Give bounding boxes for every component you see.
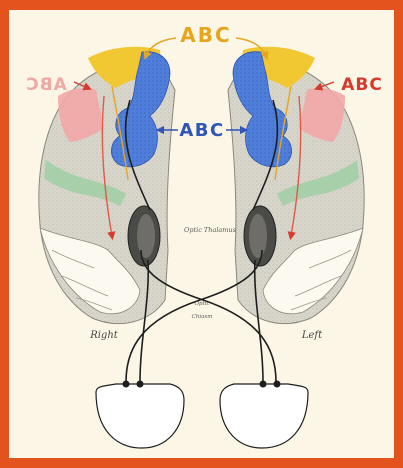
- label-right-abc: ABC: [341, 75, 383, 95]
- label-optic-chiasm-top: Optic: [194, 301, 209, 307]
- label-top-abc: ABC: [180, 23, 231, 47]
- label-optic-thalamus: Optic Thalamus: [184, 226, 237, 234]
- label-optic-chiasm-bottom: Chiasm: [192, 314, 213, 320]
- label-center-abc: ABC: [179, 120, 224, 141]
- label-right: Right: [89, 330, 119, 341]
- label-left-abc-mirrored: ABC: [25, 75, 67, 95]
- label-left: Left: [301, 330, 323, 341]
